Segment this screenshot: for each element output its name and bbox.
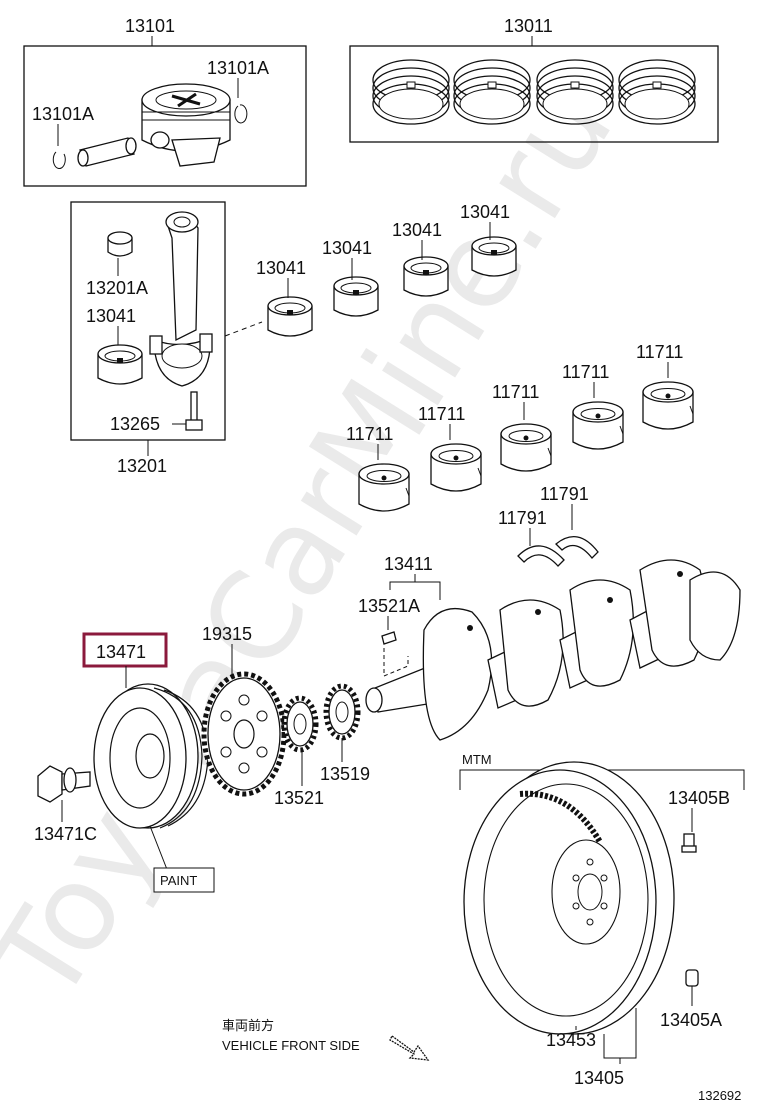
piston-ring-set-4 [618,59,696,125]
label-front-jp: 車両前方 [222,1018,274,1033]
key-dashed-guide [383,648,409,677]
timing-rotor [201,671,287,797]
label-13453: 13453 [546,1030,596,1050]
label-11791-2: 11791 [498,508,547,528]
label-13471: 13471 [96,642,146,662]
conrod-bearing-4 [471,236,517,277]
label-13265: 13265 [110,414,160,434]
label-13405: 13405 [574,1068,624,1088]
crankshaft [365,559,741,741]
label-mtm: MTM [462,752,492,767]
label-11711-2: 11711 [562,362,609,382]
conrod-bolt [185,391,203,431]
label-front-en: VEHICLE FRONT SIDE [222,1038,360,1053]
snap-ring-right [234,104,248,124]
flywheel [463,761,675,1035]
label-13519: 13519 [320,764,370,784]
label-19315: 19315 [202,624,252,644]
main-bearing-2 [572,401,624,450]
label-paint: PAINT [160,873,197,888]
label-13201: 13201 [117,456,167,476]
thrust-washer-2 [555,536,599,559]
conrod-bearing-3 [403,256,449,297]
label-13471C: 13471C [34,824,97,844]
label-13521A: 13521A [358,596,420,616]
piston-pin [77,137,137,167]
label-13041-1: 13041 [256,258,306,278]
label-13101A-left: 13101A [32,104,94,124]
label-13041-2: 13041 [322,238,372,258]
crank-gear [323,683,361,741]
crank-sprocket [281,695,319,753]
label-13101A-right: 13101A [207,58,269,78]
front-arrow-icon [389,1035,430,1061]
label-13041-box: 13041 [86,306,136,326]
paint-box [153,867,215,893]
label-13411: 13411 [384,554,433,574]
piston-part [141,83,231,167]
label-13011: 13011 [504,16,553,36]
main-bearing-3 [500,423,552,472]
label-11711-4: 11711 [418,404,465,424]
thrust-washer-1 [517,545,565,567]
label-11711-1: 11711 [636,342,683,362]
main-bearing-4 [430,443,482,492]
ring-box [349,45,719,143]
label-13041-4: 13041 [460,202,510,222]
conrod-bearing-2 [333,276,379,317]
connecting-rod [149,211,213,387]
pulley-bolt [37,765,91,803]
conrod-bearing-box [97,344,143,385]
label-11711-5: 11711 [346,424,393,444]
label-13405A: 13405A [660,1010,722,1030]
flywheel-bolt [681,833,697,853]
diagram-id: 132692 [698,1088,741,1103]
label-11711-3: 11711 [492,382,539,402]
main-bearing-5 [358,463,410,512]
conrod-bearing-1 [267,296,313,337]
label-13201A: 13201A [86,278,148,298]
conrod-leader-dashed [224,321,263,337]
piston-ring-set-1 [372,59,450,125]
label-13405B: 13405B [668,788,730,808]
snap-ring-left [52,151,66,169]
main-bearing-1 [642,381,694,430]
piston-box [23,45,307,187]
crank-pulley [93,683,209,829]
conrod-bushing [107,231,133,257]
label-13041-3: 13041 [392,220,442,240]
dowel-pin [685,969,699,987]
highlight-box-13471 [82,632,168,668]
crank-key [381,631,397,645]
label-13101: 13101 [125,16,175,36]
label-11791-1: 11791 [540,484,589,504]
label-13521: 13521 [274,788,324,808]
